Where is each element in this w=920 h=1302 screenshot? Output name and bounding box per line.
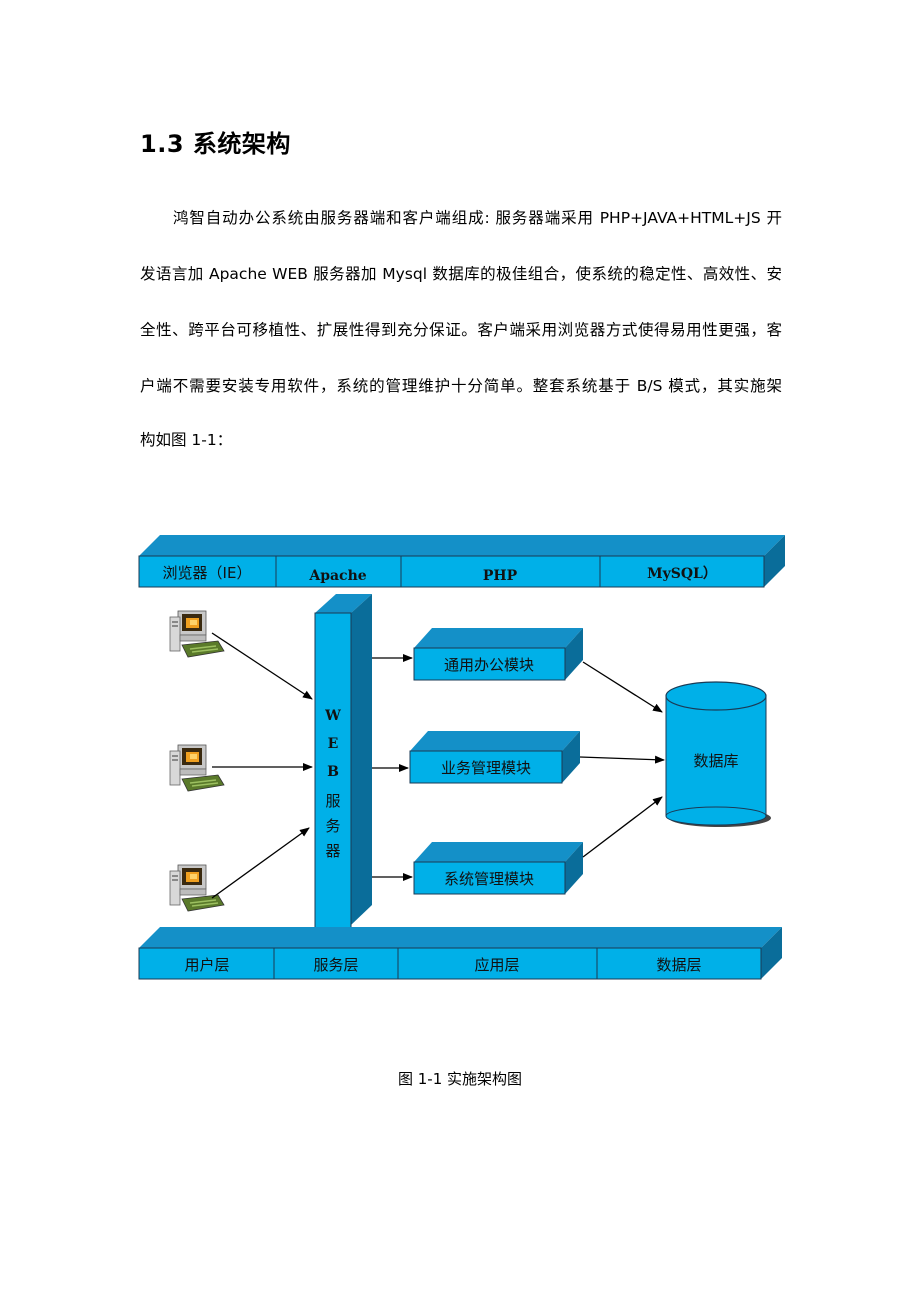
web-char-wu: 务	[325, 817, 340, 835]
top-bar-apache: Apache	[308, 568, 366, 584]
top-layer-bar: 浏览器（IE） Apache PHP MySQL）	[138, 535, 785, 588]
module-system-management: 系统管理模块	[413, 842, 583, 895]
connector-arrows	[211, 632, 665, 899]
paragraph-line-4: 户端不需要安装专用软件，系统的管理维护十分简单。整套系统基于 B/S 模式，其实…	[140, 377, 782, 395]
client-computer-2	[169, 744, 225, 792]
module-label: 通用办公模块	[444, 656, 534, 674]
bottom-bar-data-layer: 数据层	[656, 956, 701, 974]
web-server-column: W E B 服 务 器	[314, 594, 372, 934]
client-computer-3	[169, 864, 225, 912]
module-label: 系统管理模块	[444, 870, 534, 888]
web-char-qi: 器	[325, 842, 340, 860]
database-label: 数据库	[693, 752, 738, 770]
paragraph-line-1: 鸿智自动办公系统由服务器端和客户端组成: 服务器端采用 PHP+JAVA+HTM…	[173, 209, 782, 227]
database-cylinder: 数据库	[665, 681, 771, 827]
bottom-layer-bar: 用户层 服务层 应用层 数据层	[138, 927, 782, 980]
bottom-bar-service-layer: 服务层	[313, 956, 358, 974]
client-computer-1	[169, 610, 225, 658]
paragraph-line-2: 发语言加 Apache WEB 服务器加 Mysql 数据库的极佳组合，使系统的…	[140, 265, 782, 283]
module-general-office: 通用办公模块	[413, 628, 583, 681]
bottom-bar-application-layer: 应用层	[474, 956, 519, 974]
top-bar-browser: 浏览器（IE）	[163, 564, 252, 582]
paragraph-line-5: 构如图 1-1：	[140, 431, 233, 449]
module-business-management: 业务管理模块	[409, 731, 580, 784]
web-char-e: E	[328, 736, 339, 752]
top-bar-php: PHP	[483, 568, 518, 584]
bottom-bar-user-layer: 用户层	[184, 956, 229, 974]
paragraph-line-3: 全性、跨平台可移植性、扩展性得到充分保证。客户端采用浏览器方式使得易用性更强，客	[140, 321, 782, 339]
module-label: 业务管理模块	[441, 759, 531, 777]
top-bar-mysql: MySQL）	[647, 566, 717, 582]
figure-caption: 图 1-1 实施架构图	[397, 1070, 523, 1088]
section-heading: 1.3 系统架构	[140, 130, 291, 158]
web-char-w: W	[324, 708, 341, 724]
web-char-b: B	[327, 764, 339, 780]
web-char-fu: 服	[325, 792, 340, 810]
